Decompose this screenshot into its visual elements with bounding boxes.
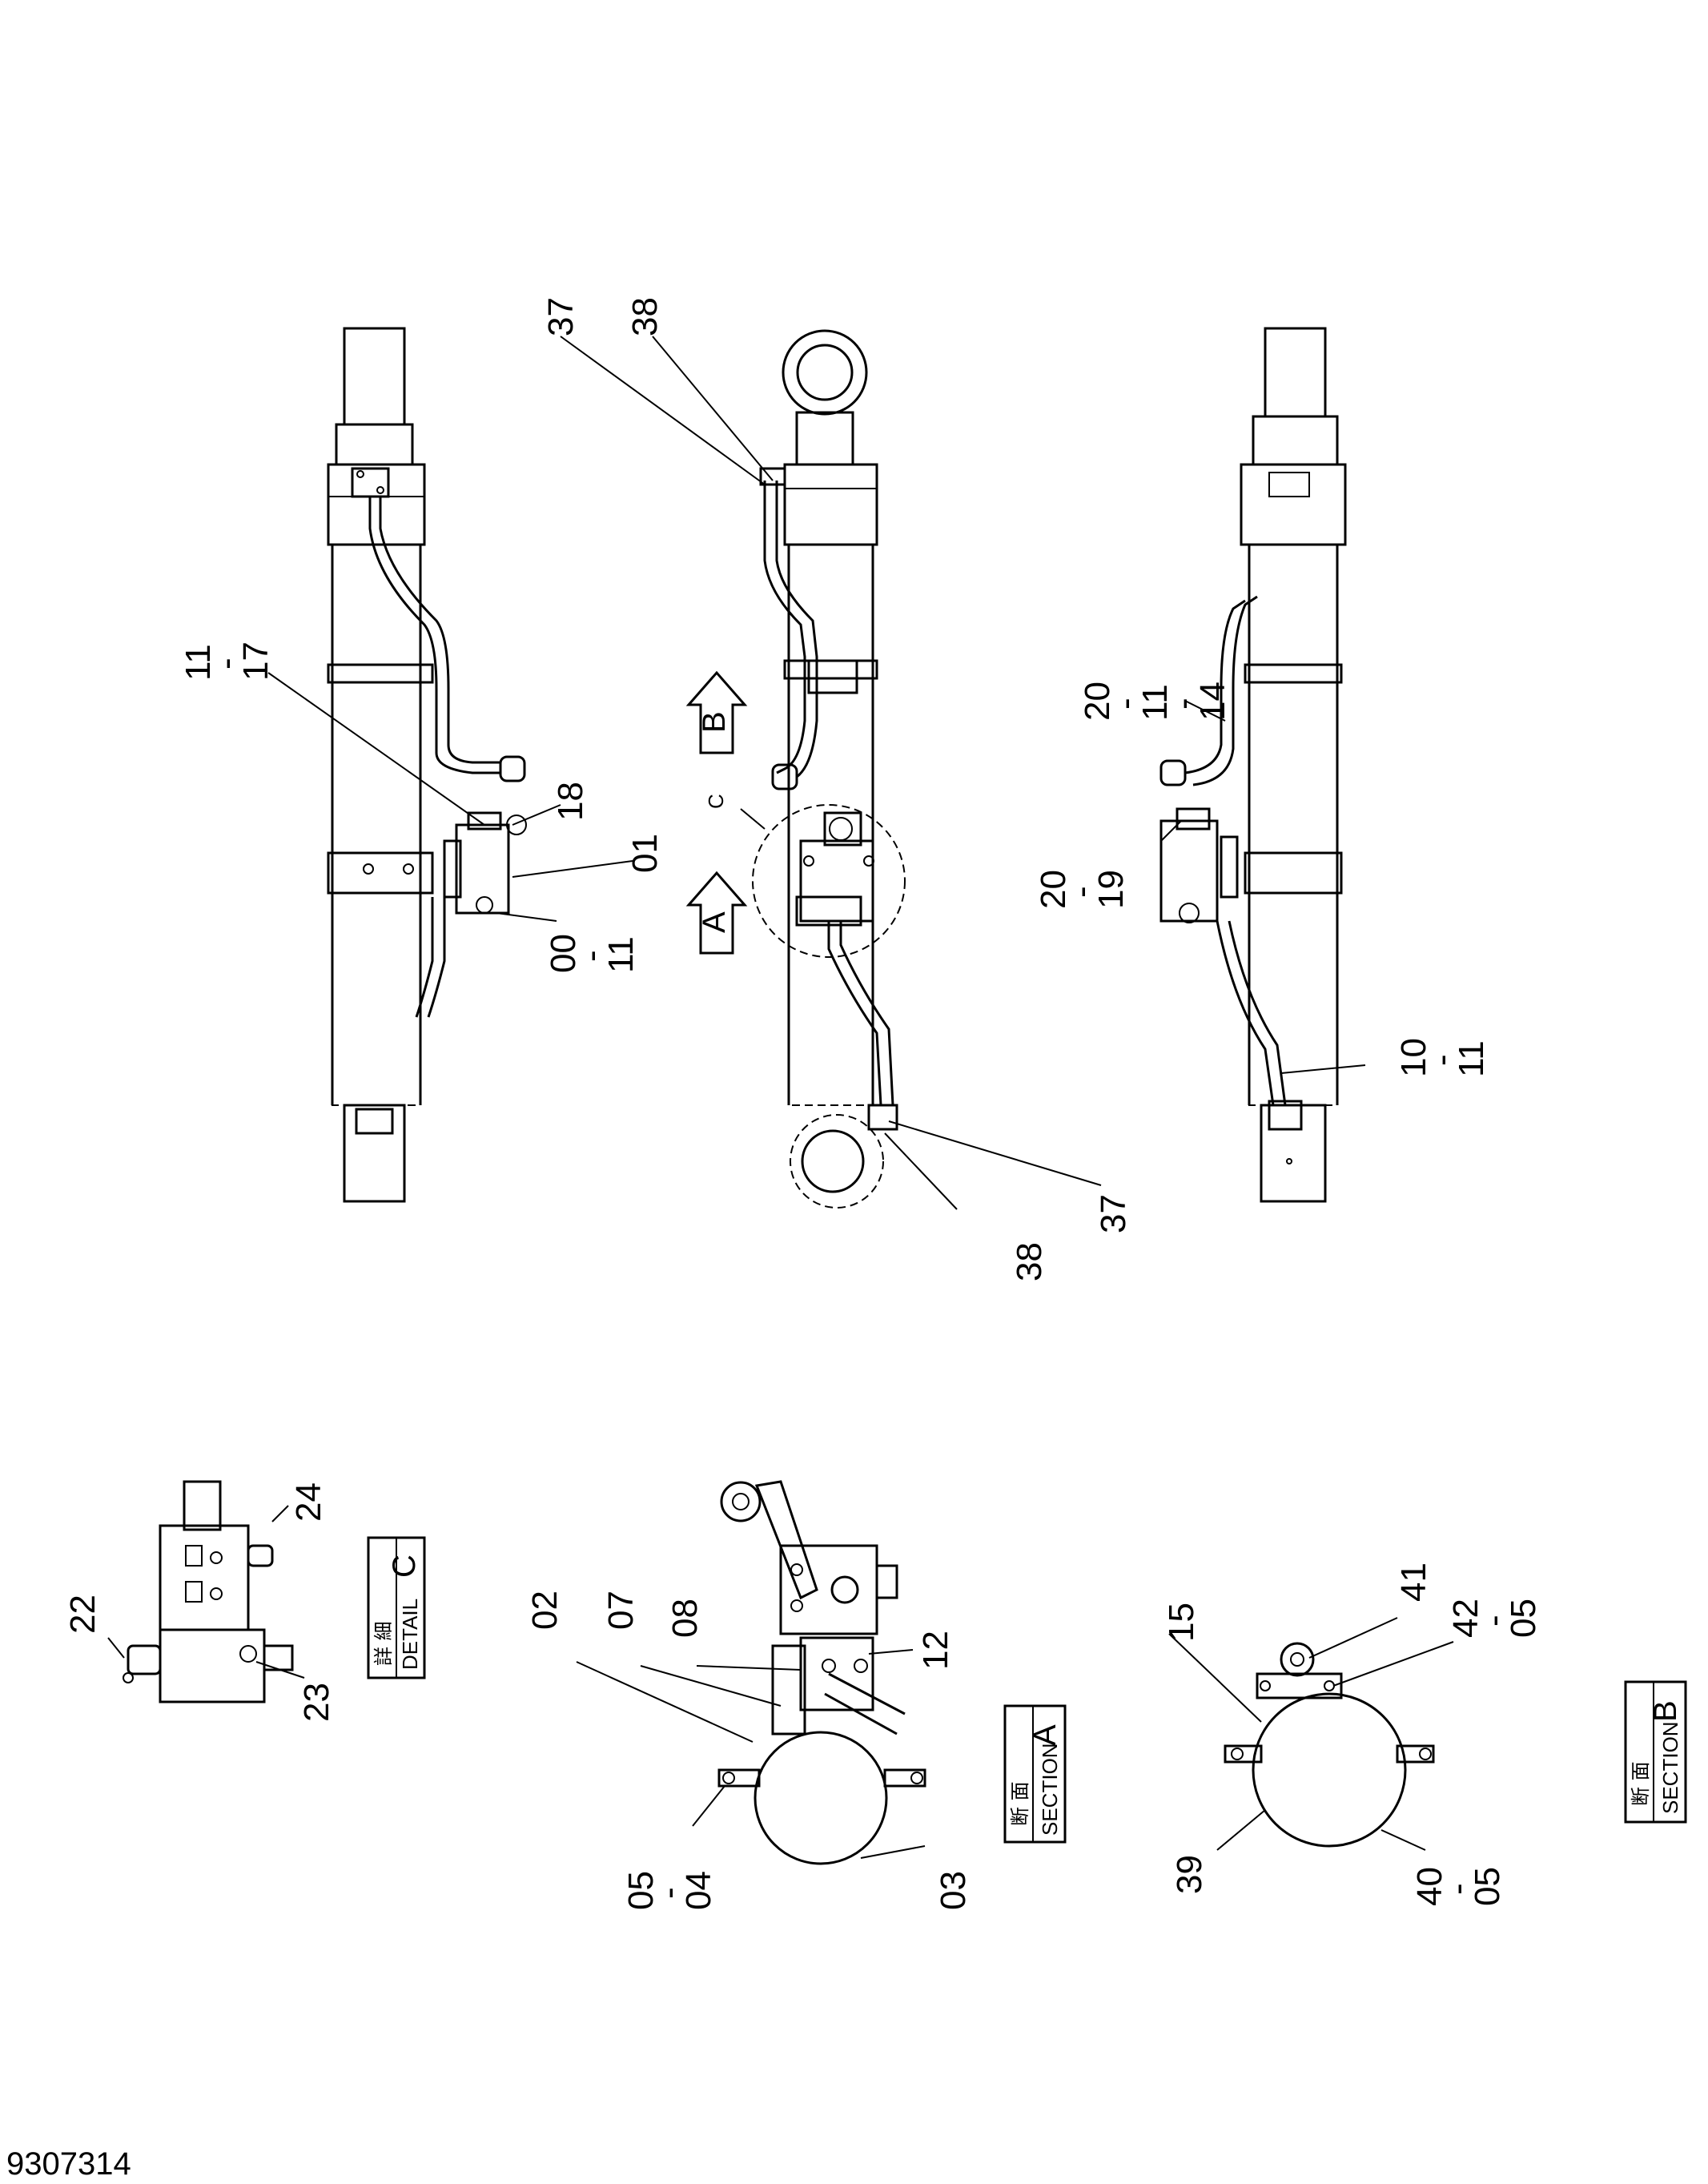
callout-20b: 20 — [1034, 870, 1073, 909]
callout-dash: - — [1438, 1883, 1477, 1895]
callout-38b: 38 — [1010, 1242, 1049, 1281]
callout-dash: - — [1422, 1054, 1461, 1066]
callout-dash: - — [1106, 698, 1145, 710]
callout-17: 17 — [236, 642, 275, 681]
section-a-label-cjk: 断 面 — [1009, 1781, 1031, 1826]
section-b-callouts: 15 41 42 - 05 39 40 - 05 断 面 SECTION B — [1162, 1563, 1683, 1906]
detail-label-en: DETAIL — [398, 1599, 422, 1670]
callout-11d: 11 — [1452, 1040, 1491, 1077]
callout-04: 04 — [679, 1871, 718, 1910]
callout-05b: 05 — [1504, 1599, 1543, 1638]
callout-02: 02 — [525, 1591, 565, 1630]
callout-23: 23 — [297, 1683, 336, 1722]
callout-18: 18 — [551, 782, 590, 821]
section-b-letter: B — [1648, 1700, 1683, 1722]
callout-14: 14 — [1193, 682, 1232, 721]
callout-11c: 11 — [1135, 684, 1175, 721]
callout-19: 19 — [1091, 870, 1131, 909]
callout-07: 07 — [601, 1591, 641, 1630]
middle-callouts: 37 38 37 38 B A C — [541, 297, 1133, 1281]
arrow-a-label: A — [697, 911, 732, 933]
callout-dash: - — [1163, 698, 1203, 710]
callout-11: 11 — [179, 644, 218, 681]
callout-40: 40 — [1410, 1867, 1449, 1906]
callout-dash: - — [572, 950, 611, 962]
callout-05: 05 — [621, 1871, 661, 1910]
section-b-label-cjk: 断 面 — [1630, 1761, 1652, 1806]
detail-letter: C — [387, 1555, 422, 1578]
callout-dash: - — [649, 1887, 689, 1899]
callout-20: 20 — [1078, 682, 1117, 721]
callout-10: 10 — [1394, 1038, 1433, 1077]
detail-mark-c: C — [704, 794, 728, 809]
callout-15: 15 — [1162, 1603, 1201, 1642]
top-callouts: 11 - 17 18 01 00 - 11 — [179, 642, 665, 973]
section-a-letter: A — [1027, 1724, 1063, 1746]
bottom-callouts: 20 - 11 - 14 20 - 19 10 - 11 — [1034, 682, 1491, 1077]
detail-c-callouts: 24 22 23 詳 細 DETAIL C — [63, 1482, 422, 1722]
callout-dash: - — [207, 658, 246, 670]
callout-41: 41 — [1394, 1563, 1433, 1602]
callout-12: 12 — [916, 1631, 955, 1670]
cylinder-view-middle — [560, 329, 1102, 1210]
callout-39: 39 — [1170, 1855, 1209, 1894]
section-a-view — [576, 1480, 1067, 1865]
arrow-b-label: B — [697, 711, 732, 733]
section-b-view — [1168, 1617, 1687, 1851]
detail-c-view — [107, 1480, 426, 1703]
callout-42: 42 — [1446, 1599, 1485, 1638]
callout-05c: 05 — [1468, 1867, 1507, 1906]
callout-dash: - — [1474, 1615, 1513, 1627]
cylinder-view-top — [267, 327, 633, 1203]
callout-01: 01 — [625, 834, 665, 873]
callout-37: 37 — [541, 297, 581, 336]
callout-03: 03 — [934, 1871, 973, 1910]
drawing-number: 9307314 — [6, 2146, 131, 2182]
section-b-label-en: SECTION — [1658, 1721, 1682, 1814]
callout-08: 08 — [665, 1599, 705, 1638]
section-a-label-en: SECTION — [1038, 1743, 1062, 1836]
callout-37b: 37 — [1094, 1194, 1133, 1233]
callout-24: 24 — [289, 1482, 328, 1522]
callout-22: 22 — [63, 1595, 102, 1634]
callout-00: 00 — [544, 934, 583, 973]
section-a-callouts: 02 07 08 12 05 - 04 03 断 面 SECTION A — [525, 1591, 1063, 1910]
callout-11b: 11 — [601, 936, 641, 973]
detail-label-cjk: 詳 細 — [372, 1621, 395, 1666]
callout-dash: - — [1062, 886, 1101, 898]
callout-38: 38 — [625, 297, 665, 336]
cylinder-view-bottom — [1159, 327, 1366, 1203]
